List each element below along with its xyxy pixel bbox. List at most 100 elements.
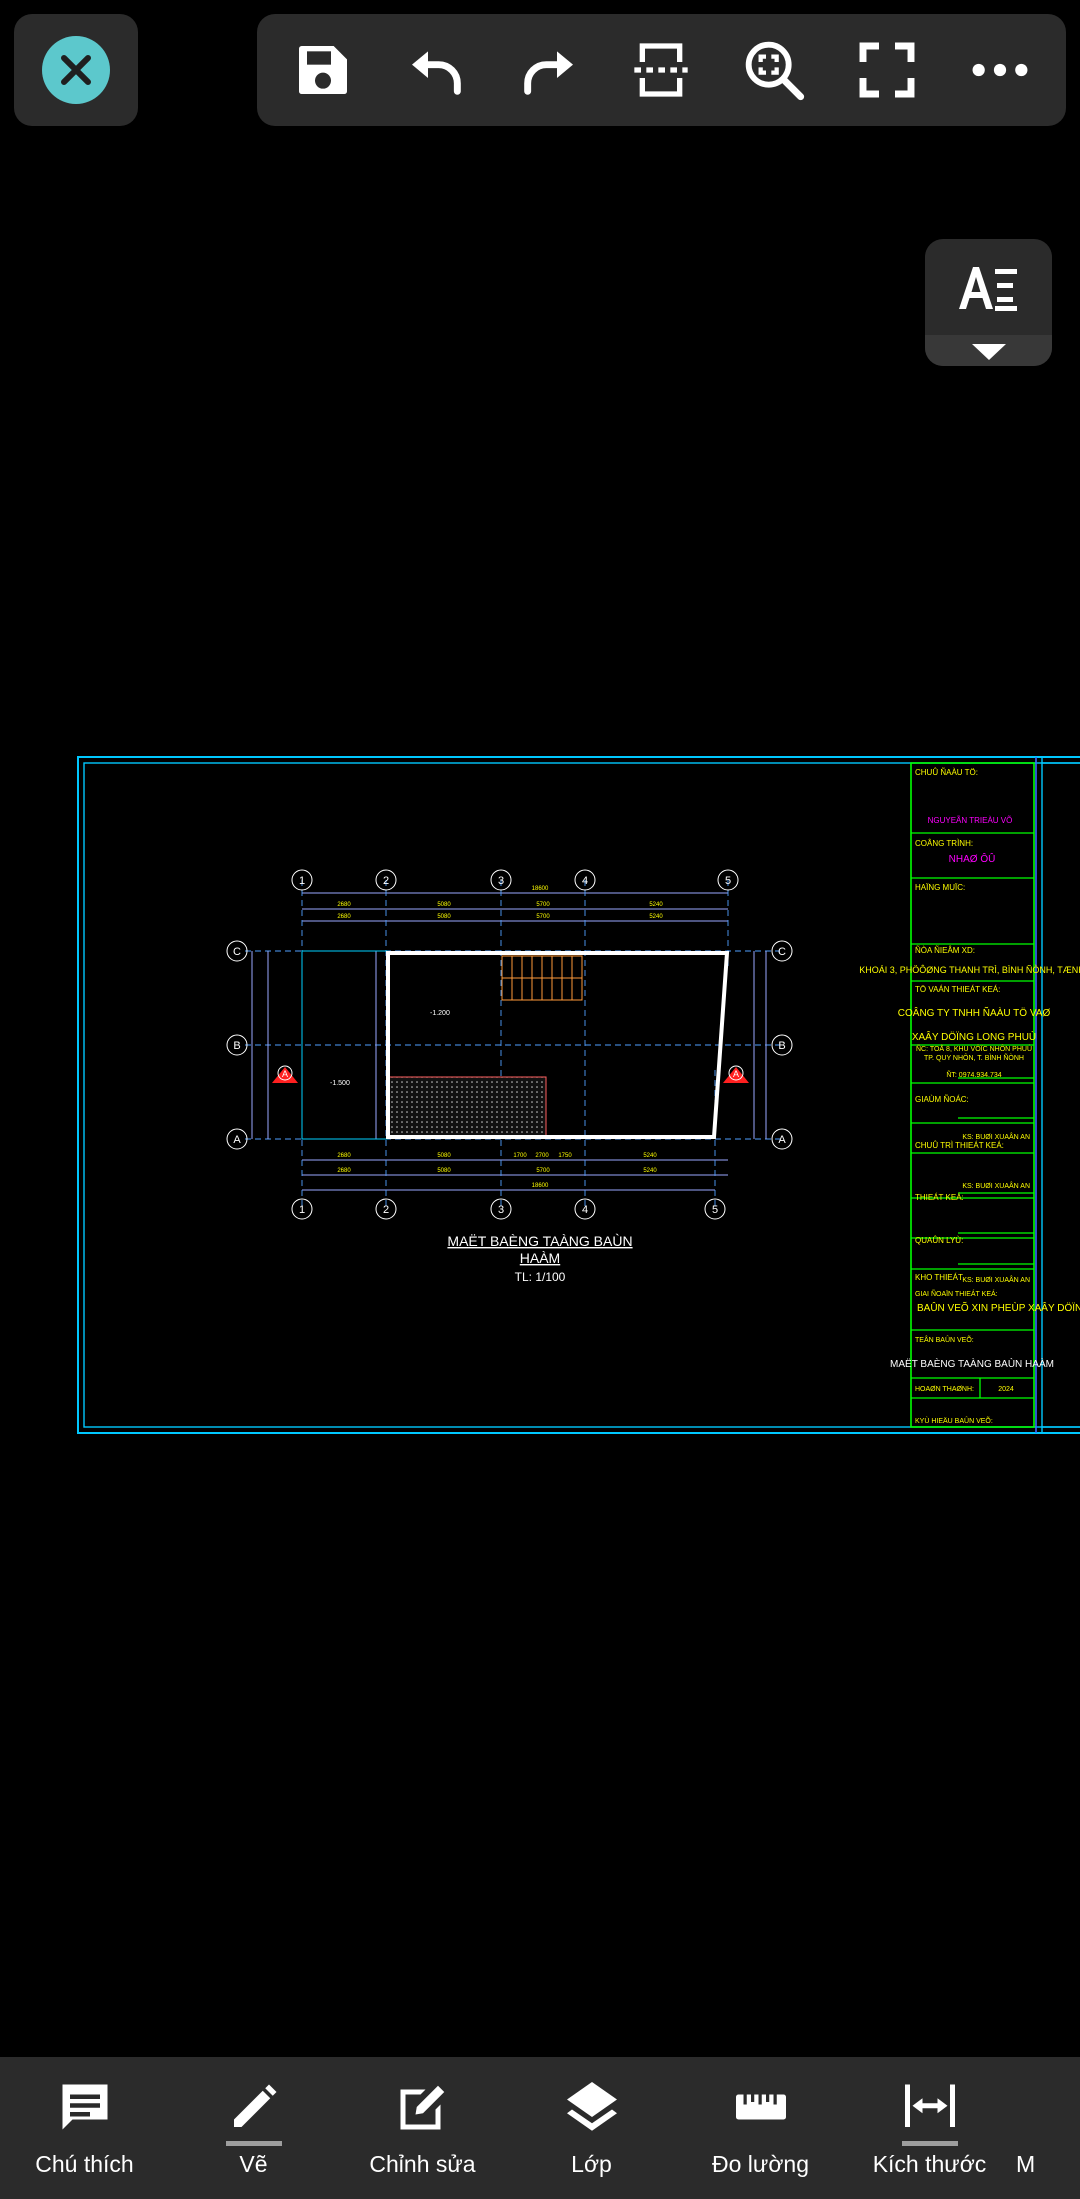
dim-top-4: 5240 [649, 902, 663, 908]
tb-cong-trinh-label: COÂNG TRÌNH: [915, 839, 973, 848]
tb-to-van-label: TÖ VAÁN THIEÁT KEÁ: [915, 985, 1000, 994]
tb-kho-thiet: KHO THIEÁT [915, 1273, 963, 1282]
tb-name-2: KS: BUØI XUAÂN AN [962, 1181, 1030, 1190]
close-icon [61, 55, 91, 85]
dim-top2-2: 5080 [437, 914, 451, 920]
nav-more-tools-label: M [1016, 2151, 1036, 2177]
nav-dimension[interactable]: Kích thước [845, 2057, 1014, 2199]
drawing-title-line1: MAËT BAÈNG TAÀNG BAÙN [447, 1233, 632, 1249]
dim-top-3: 5700 [536, 902, 550, 908]
grid-top-4: 4 [582, 875, 588, 887]
text-style-icon [958, 267, 1017, 311]
undo-icon [412, 51, 461, 95]
tb-dia-diem-label: ÑÒA ÑIEÅM XD: [915, 946, 975, 955]
layers-icon [566, 2082, 617, 2131]
tb-chu-dau-tu: NGUYEÃN TRIEÀU VÕ [928, 816, 1013, 825]
dim-top2-1: 2680 [337, 914, 351, 920]
fullscreen-icon [859, 42, 915, 98]
caret-down-icon [971, 343, 1006, 360]
drawing-scale: TL: 1/100 [515, 1270, 566, 1284]
dim-bot2-2: 5080 [437, 1168, 451, 1174]
section-icon [634, 43, 689, 97]
more-button[interactable] [954, 24, 1046, 116]
tb-ten-ban-ve: MAËT BAÈNG TAÀNG BAÙN HAÀM [890, 1357, 1054, 1370]
grid-left-c: C [233, 946, 241, 958]
pencil-icon [233, 2084, 276, 2127]
nav-annotation-label: Chú thích [35, 2151, 134, 2177]
sheet-frame-outer [77, 756, 1080, 1434]
tb-name-1: KS: BUØI XUAÂN AN [962, 1132, 1030, 1141]
dim-bot-1: 2680 [337, 1153, 351, 1159]
grid-top-1: 1 [299, 875, 305, 887]
dim-bot-5: 1750 [558, 1153, 572, 1159]
nav-layers-label: Lớp [571, 2151, 612, 2177]
dim-top-1: 2680 [337, 902, 351, 908]
grid-right-b: B [778, 1040, 785, 1052]
nav-draw[interactable]: Vẽ [169, 2057, 338, 2199]
save-button[interactable] [277, 24, 369, 116]
grid-bot-2: 2 [383, 1204, 389, 1216]
grid-right-c: C [778, 946, 786, 958]
grid-left-a: A [233, 1134, 241, 1146]
tb-ten-ban-ve-label: TEÂN BAÛN VEÕ: [915, 1335, 974, 1344]
close-button[interactable] [42, 36, 110, 104]
tb-cong-ty: COÂNG TY TNHH ÑAÀU TÖ VAØ [898, 1006, 1051, 1019]
tb-giai-doan: BAÛN VEÕ XIN PHEÙP XAÂY DÖÏNG [917, 1301, 1080, 1314]
tb-chu-dau-tu-label: CHUÛ ÑAÀU TÖ: [915, 768, 978, 777]
grid-left-b: B [233, 1040, 240, 1052]
fullscreen-button[interactable] [841, 24, 933, 116]
undo-button[interactable] [390, 24, 482, 116]
dim-bot-3: 1700 [513, 1153, 527, 1159]
ruler-icon [735, 2094, 786, 2120]
tb-name-3: KS: BUØI XUAÂN AN [962, 1275, 1030, 1284]
top-toolbar [257, 14, 1066, 126]
grid-right-a: A [778, 1134, 786, 1146]
level-mark-1: -1.200 [430, 1010, 450, 1017]
nav-measure[interactable]: Đo lường [676, 2057, 845, 2199]
nav-layers[interactable]: Lớp [507, 2057, 676, 2199]
tb-cong-ty-2: XAÂY DÖÏNG LONG PHUÙ [912, 1030, 1036, 1043]
nav-edit-label: Chỉnh sửa [369, 2151, 476, 2177]
section-button[interactable] [615, 24, 707, 116]
close-panel [14, 14, 138, 126]
nav-dimension-label: Kích thước [872, 2151, 987, 2177]
nav-more-tools[interactable]: M [1014, 2057, 1080, 2199]
dim-bot2-3: 5700 [536, 1168, 550, 1174]
dim-total-bottom: 18600 [532, 1183, 549, 1189]
grid-bot-5: 5 [712, 1204, 718, 1216]
tb-thiet-ke: THIEÁT KEÁ: [915, 1193, 964, 1202]
dim-bot2-1: 2680 [337, 1168, 351, 1174]
dim-bot-6: 5240 [643, 1153, 657, 1159]
draw-underline [225, 2141, 282, 2146]
floor-plan: A A -1.200 -1.500 18600 2680 5080 5700 5… [226, 869, 793, 1284]
grid-bot-4: 4 [582, 1204, 588, 1216]
redo-button[interactable] [503, 24, 595, 116]
section-a-right: A [733, 1069, 739, 1079]
tb-quan-ly: QUAÛN LYÙ: [915, 1236, 963, 1245]
zoom-extents-icon [745, 41, 805, 101]
text-style-button[interactable] [925, 239, 1052, 366]
dim-bot2-4: 5240 [643, 1168, 657, 1174]
grid-top-2: 2 [383, 875, 389, 887]
title-block [910, 762, 1035, 1428]
basement-outline [386, 951, 730, 1139]
level-mark-2: -1.500 [330, 1080, 350, 1087]
nav-edit[interactable]: Chỉnh sửa [338, 2057, 507, 2199]
dim-bot-2: 5080 [437, 1153, 451, 1159]
tb-addr-2: TP. QUY NHÔN, T. BÌNH ÑÒNH [924, 1053, 1024, 1062]
tb-giai-doan-label: GIAI ÑOAÏN THIEÁT KEÁ: [915, 1289, 998, 1298]
tb-cong-trinh: NHAØ ÔÛ [949, 852, 996, 865]
dim-top2-4: 5240 [649, 914, 663, 920]
grid-bot-3: 3 [498, 1204, 504, 1216]
nav-annotation[interactable]: Chú thích [0, 2057, 169, 2199]
dim-top2-3: 5700 [536, 914, 550, 920]
drawing-canvas[interactable]: CHUÛ ÑAÀU TÖ: NGUYEÃN TRIEÀU VÕ COÂNG TR… [0, 740, 1080, 1460]
cad-drawing: CHUÛ ÑAÀU TÖ: NGUYEÃN TRIEÀU VÕ COÂNG TR… [77, 756, 1080, 1434]
bottom-toolbar: Chú thích Vẽ Chỉnh sửa Lớp [0, 2057, 1080, 2199]
drawing-title-line2: HAÀM [520, 1250, 560, 1266]
zoom-extents-button[interactable] [728, 24, 820, 116]
grid-top-3: 3 [498, 875, 504, 887]
tb-dia-diem: KHOÁI 3, PHÖÔØNG THANH TRÌ, BÌNH ÑÒNH, T… [859, 965, 1080, 975]
tb-ky-hieu: KYÙ HIEÄU BAÛN VEÕ: [915, 1416, 993, 1425]
edit-icon [400, 2085, 444, 2130]
